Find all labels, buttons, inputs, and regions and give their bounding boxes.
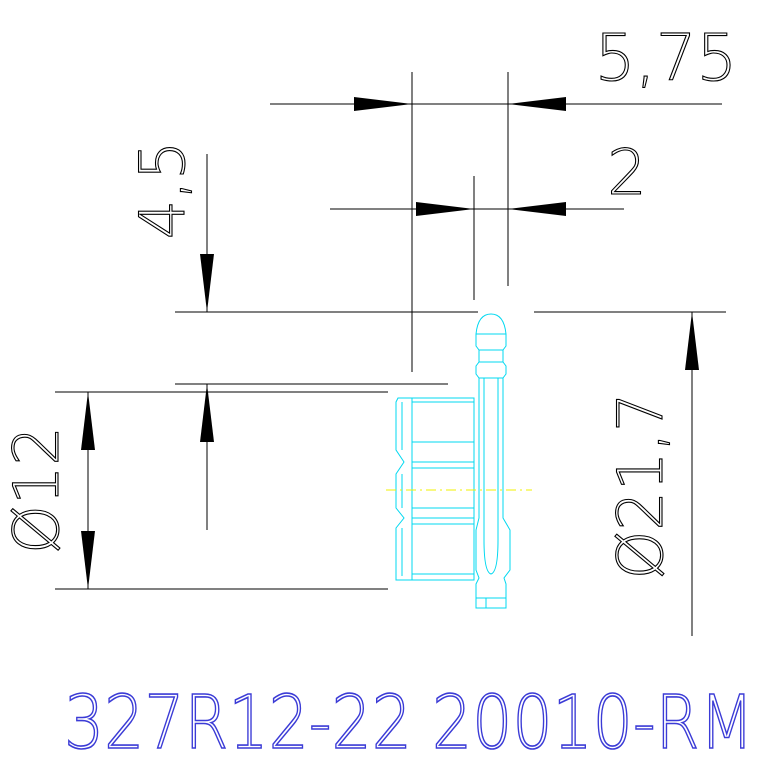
offset-label: 4,5 bbox=[126, 141, 199, 240]
width-total-label: 5,75 bbox=[595, 22, 738, 96]
arrow-up bbox=[200, 384, 214, 442]
bore-diameter-label: Ø12 bbox=[0, 426, 73, 554]
dimension-offset: 4,5 bbox=[125, 140, 478, 530]
hub bbox=[395, 397, 475, 581]
arrow-left bbox=[508, 97, 566, 111]
outer-diameter-label: Ø21,7 bbox=[604, 393, 677, 580]
arrow-right bbox=[354, 97, 412, 111]
blade bbox=[475, 313, 511, 609]
dimension-bore-diameter: Ø12 bbox=[0, 391, 388, 590]
dimension-width-total: 5,75 bbox=[270, 21, 738, 372]
arrow-down bbox=[81, 531, 95, 589]
arrow-up bbox=[81, 392, 95, 450]
arrow-up bbox=[685, 312, 699, 370]
part-outline bbox=[386, 313, 532, 609]
dimension-outer-diameter: Ø21,7 bbox=[534, 311, 726, 636]
width-blade-label: 2 bbox=[607, 136, 646, 209]
part-code: 327R12-22 20010-RM bbox=[64, 680, 754, 766]
arrow-down bbox=[200, 254, 214, 312]
arrow-left bbox=[508, 202, 566, 216]
arrow-right bbox=[416, 202, 474, 216]
dimension-width-blade: 2 bbox=[330, 135, 647, 300]
